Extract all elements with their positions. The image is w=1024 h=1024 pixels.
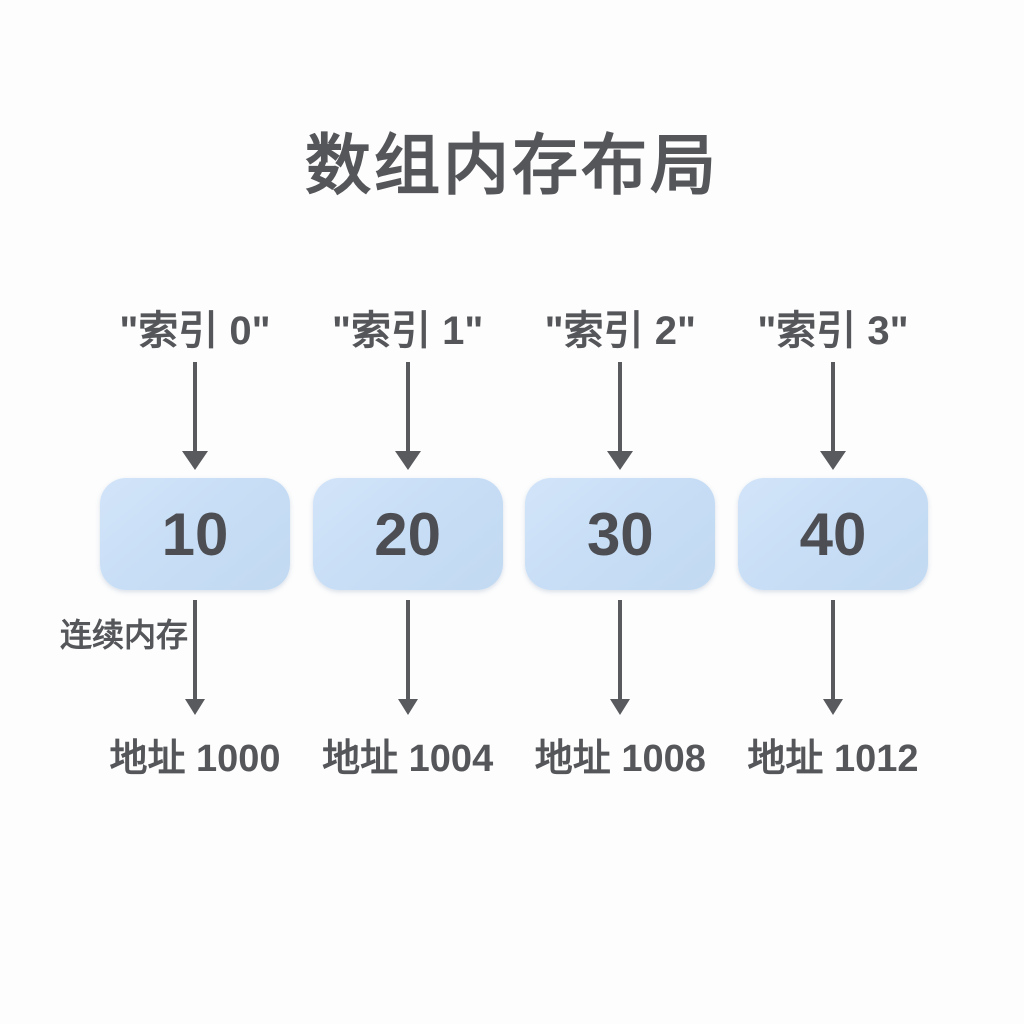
- contiguous-memory-label: 连续内存: [60, 617, 189, 653]
- arrow-line: [405, 362, 410, 451]
- arrow-head-icon: [819, 451, 846, 470]
- cell-value: 20: [374, 500, 442, 568]
- array-element-column: "索引 0" 10 地址 1000: [100, 306, 290, 781]
- arrow-down-icon: [607, 362, 634, 470]
- index-label: "索引 1": [332, 309, 484, 353]
- arrow-head-icon: [607, 451, 634, 470]
- arrow-head-icon: [610, 699, 631, 715]
- arrow-line: [830, 600, 835, 699]
- array-cell: 40: [737, 478, 928, 590]
- arrow-down-icon: [819, 362, 846, 470]
- array-element-column: "索引 3" 40 地址 1012: [737, 306, 928, 781]
- arrow-line: [830, 362, 835, 451]
- arrow-down-icon: [397, 600, 418, 715]
- array-cell: 20: [312, 478, 503, 590]
- array-cell: 30: [525, 478, 716, 590]
- index-label: "索引 2": [544, 309, 696, 353]
- index-label: "索引 0": [119, 309, 271, 353]
- arrow-line: [405, 600, 410, 699]
- arrow-down-icon: [182, 362, 208, 470]
- index-label: "索引 3": [757, 309, 909, 353]
- arrow-head-icon: [397, 699, 418, 715]
- arrow-head-icon: [394, 451, 421, 470]
- arrow-down-icon: [822, 600, 843, 715]
- array-element-column: "索引 2" 30 地址 1008: [525, 306, 716, 781]
- arrow-head-icon: [822, 699, 843, 715]
- array-cell: 10: [100, 478, 290, 590]
- arrow-head-icon: [185, 699, 205, 715]
- address-label: 地址 1012: [747, 738, 919, 780]
- address-label: 地址 1008: [534, 738, 706, 780]
- cell-value: 30: [586, 500, 654, 568]
- array-columns: "索引 0" 10 地址 1000 "索引 1" 20: [100, 306, 928, 781]
- arrow-down-icon: [610, 600, 631, 715]
- arrow-line: [618, 362, 623, 451]
- cell-value: 40: [799, 500, 867, 568]
- arrow-head-icon: [182, 451, 208, 470]
- array-element-column: "索引 1" 20 地址 1004: [312, 306, 503, 781]
- arrow-down-icon: [394, 362, 421, 470]
- arrow-line: [618, 600, 623, 699]
- arrow-line: [193, 600, 197, 699]
- arrow-down-icon: [185, 600, 205, 715]
- address-label: 地址 1000: [109, 738, 281, 780]
- cell-value: 10: [161, 500, 229, 568]
- diagram-title: 数组内存布局: [305, 128, 719, 202]
- arrow-line: [193, 362, 197, 451]
- address-label: 地址 1004: [322, 738, 494, 780]
